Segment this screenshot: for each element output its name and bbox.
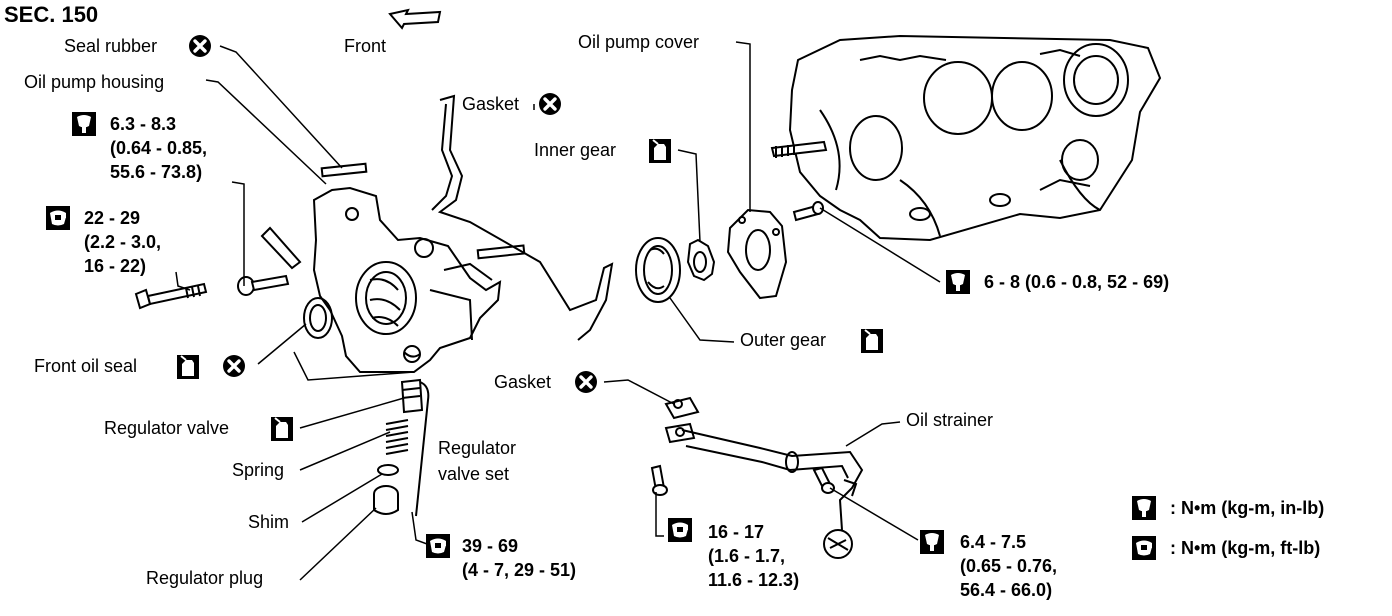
torque-spec-housing-bolt: 6.3 - 8.3(0.64 - 0.85,55.6 - 73.8) <box>110 114 208 182</box>
regulator-valve-label: Regulator valve <box>104 418 230 438</box>
torque-spec-cover-bolt: 6 - 8 (0.6 - 0.8, 52 - 69) <box>984 272 1170 292</box>
legend-torque-inlb-icon <box>1132 496 1156 520</box>
strainer-bracket-bolt <box>812 466 835 494</box>
regulator-spring <box>385 419 409 455</box>
housing-bolt-long <box>134 282 208 310</box>
oil-pump-cover-label: Oil pump cover <box>578 32 700 52</box>
regulator-valve <box>400 378 424 414</box>
torque-wrench-ftlb-icon <box>668 518 692 542</box>
torque-spec-regulator-plug: 39 - 69(4 - 7, 29 - 51) <box>462 536 577 580</box>
seal-rubber-label: Seal rubber <box>64 36 158 56</box>
gasket-top-label: Gasket <box>462 94 520 114</box>
regulator-valve-set-label-2: valve set <box>438 464 510 484</box>
oil-pump-cover <box>726 208 788 300</box>
outer-gear <box>635 237 681 303</box>
legend-torque-ftlb-icon <box>1132 536 1156 560</box>
housing-bolt-short <box>237 274 290 296</box>
engine-block <box>788 34 1162 242</box>
apply-oil-icon <box>860 328 884 354</box>
regulator-valve-set-label-1: Regulator <box>438 438 517 458</box>
oil-pump-housing-label: Oil pump housing <box>24 72 165 92</box>
do-not-reuse-icon <box>573 369 599 395</box>
torque-wrench-inlb-icon <box>946 270 970 294</box>
shim-label: Shim <box>248 512 290 532</box>
regulator-plug <box>373 485 399 515</box>
leader-lines <box>175 41 941 581</box>
front-oil-seal-label: Front oil seal <box>34 356 138 376</box>
gasket-bottom-label: Gasket <box>494 372 552 392</box>
do-not-reuse-icon <box>187 33 213 59</box>
front-oil-seal <box>303 297 333 339</box>
regulator-shim <box>377 464 399 476</box>
outer-gear-label: Outer gear <box>740 330 827 350</box>
torque-wrench-inlb-icon <box>72 112 96 136</box>
oil-strainer-label: Oil strainer <box>906 410 994 430</box>
apply-oil-icon <box>270 416 294 442</box>
torque-wrench-inlb-icon <box>920 530 944 554</box>
regulator-valve-set-bracket <box>415 381 430 517</box>
housing-bracket <box>260 226 302 270</box>
spring-label: Spring <box>232 460 285 480</box>
apply-oil-icon <box>176 354 200 380</box>
front-arrow-icon <box>388 8 442 30</box>
do-not-reuse-icon <box>537 91 563 117</box>
oil-strainer <box>681 429 864 559</box>
seal-rubber-part <box>320 162 526 260</box>
apply-oil-icon <box>648 138 672 164</box>
strainer-bolt <box>650 464 668 496</box>
torque-wrench-ftlb-icon <box>46 206 70 230</box>
torque-spec-strainer-bracket: 6.4 - 7.5(0.65 - 0.76,56.4 - 66.0) <box>960 532 1058 600</box>
block-stud <box>770 140 828 158</box>
legend-ftlb-text: : N•m (kg-m, ft-lb) <box>1170 538 1321 558</box>
front-direction-label: Front <box>344 36 387 56</box>
torque-wrench-ftlb-icon <box>426 534 450 558</box>
housing-gasket <box>431 94 614 341</box>
regulator-plug-label: Regulator plug <box>146 568 264 588</box>
strainer-gasket <box>664 396 700 444</box>
oil-pump-housing <box>312 186 502 373</box>
torque-spec-long-bolt: 22 - 29(2.2 - 3.0,16 - 22) <box>84 208 162 276</box>
legend-inlb-text: : N•m (kg-m, in-lb) <box>1170 498 1325 518</box>
inner-gear-label: Inner gear <box>534 140 617 160</box>
do-not-reuse-icon <box>221 353 247 379</box>
cover-bolt <box>792 201 824 222</box>
section-number: SEC. 150 <box>4 2 99 27</box>
torque-spec-strainer-bolt: 16 - 17(1.6 - 1.7,11.6 - 12.3) <box>708 522 800 590</box>
inner-gear <box>686 238 716 282</box>
